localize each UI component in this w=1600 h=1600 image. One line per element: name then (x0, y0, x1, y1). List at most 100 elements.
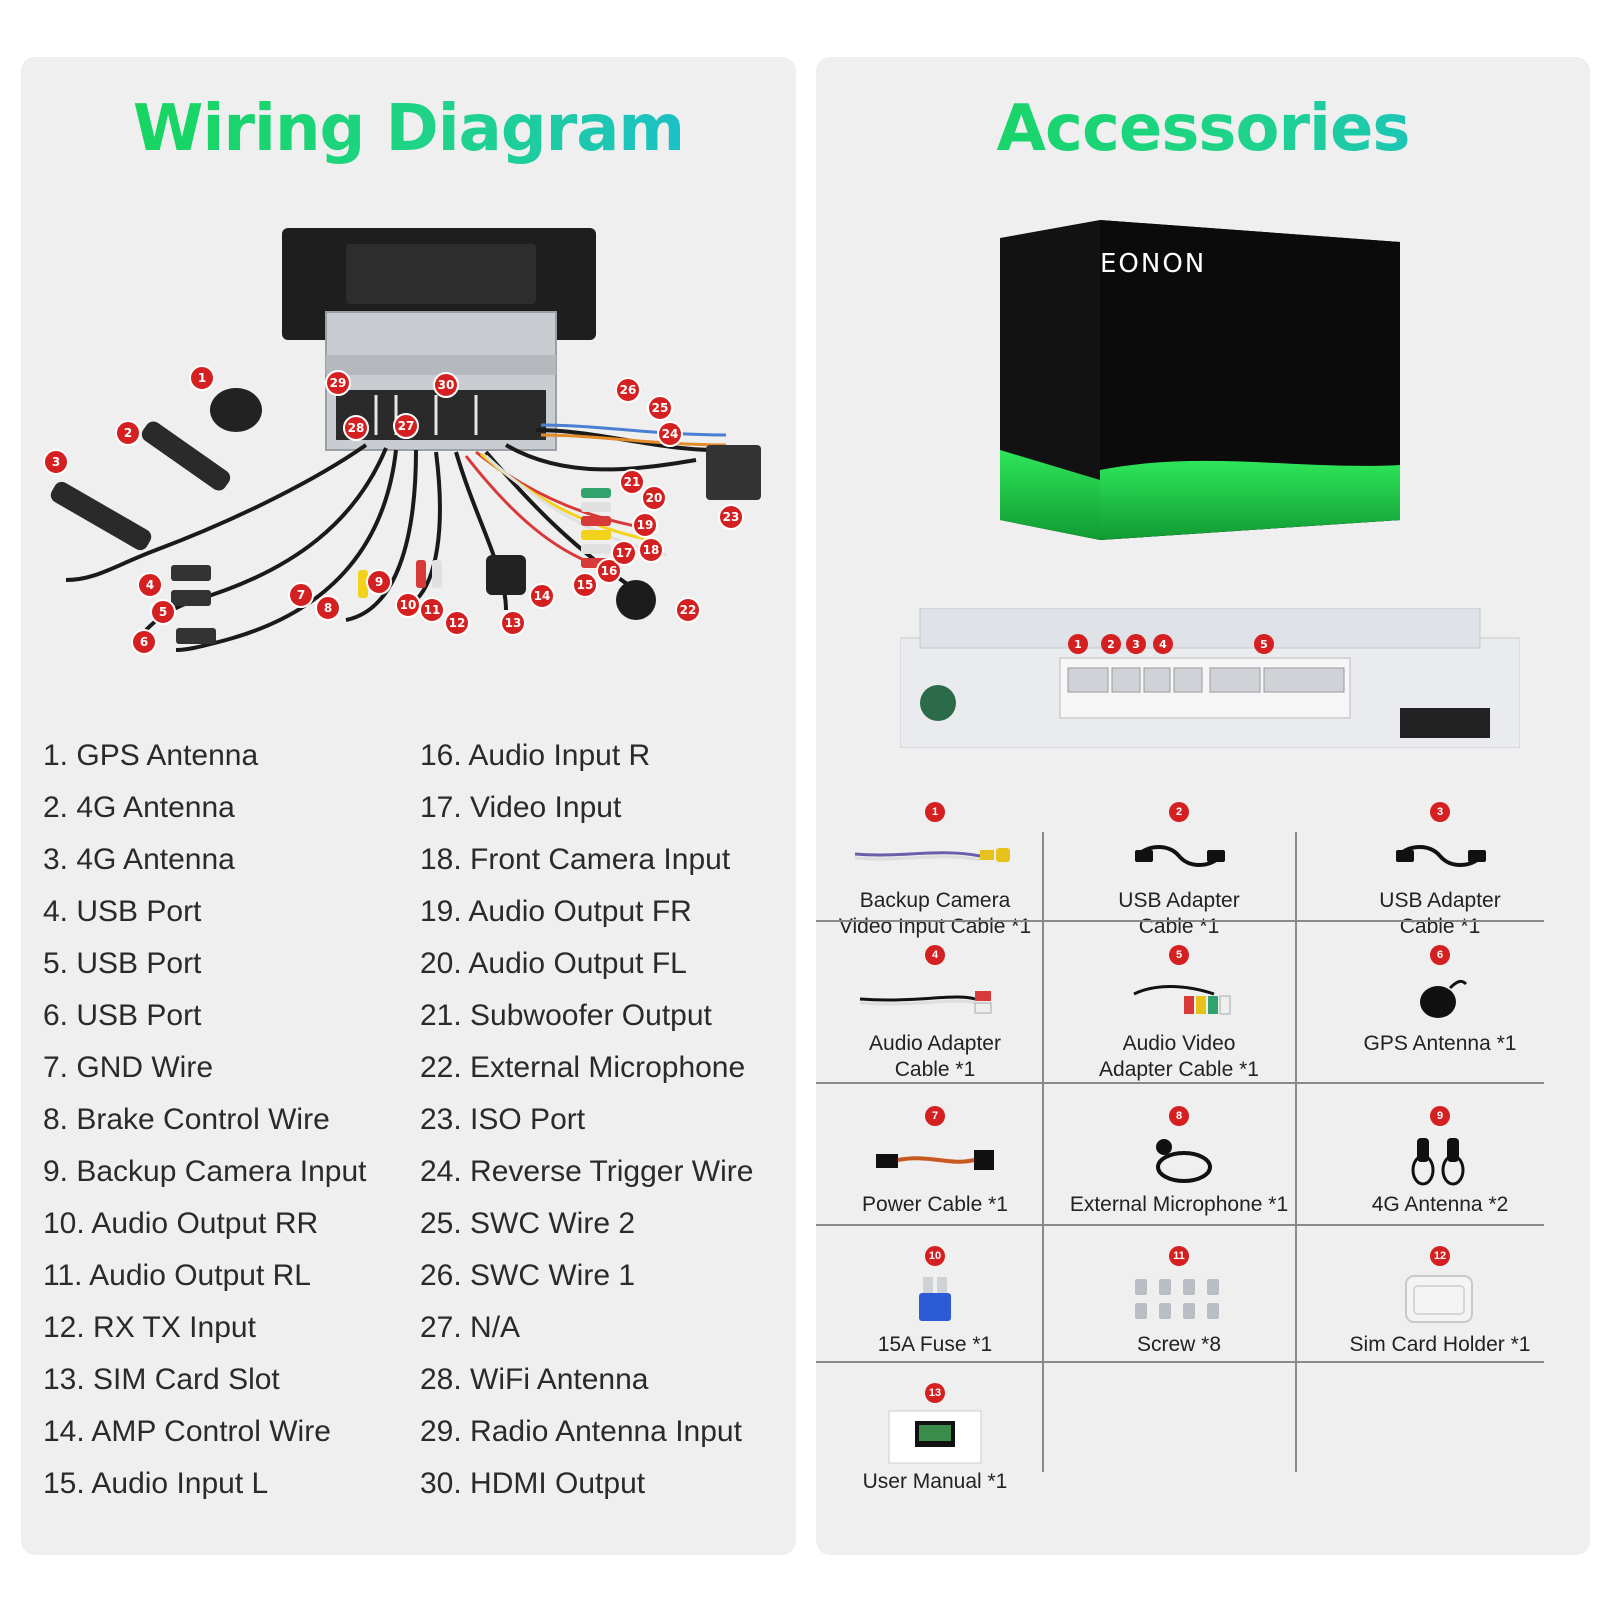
grid-divider (816, 1082, 1544, 1084)
svg-text:1: 1 (1074, 638, 1082, 651)
gps-antenna-icon (1310, 969, 1570, 1029)
callout-21: 21 (619, 469, 645, 495)
legend-item: 1. GPS Antenna (43, 739, 259, 772)
product-box-figure: EONON (1000, 220, 1400, 540)
antenna-4g-icon (1310, 1130, 1570, 1190)
callout-14: 14 (529, 583, 555, 609)
callout-15: 15 (572, 572, 598, 598)
grid-divider (1042, 832, 1044, 1472)
item-label: 15A Fuse *1 (820, 1332, 1050, 1358)
port-badge-4: 4 (1153, 634, 1173, 654)
callout-number: 15 (577, 578, 594, 592)
callout-11: 11 (419, 597, 445, 623)
callout-27: 27 (393, 413, 419, 439)
callout-number: 9 (375, 575, 383, 589)
callout-4: 4 (137, 572, 163, 598)
callout-number: 12 (449, 616, 466, 630)
legend-item: 15. Audio Input L (43, 1467, 269, 1500)
port-badge-1: 1 (1068, 634, 1088, 654)
callout-number: 13 (505, 616, 522, 630)
callout-9: 9 (366, 569, 392, 595)
item-label: Screw *8 (1050, 1332, 1308, 1358)
legend-column-2: 16. Audio Input R 17. Video Input 18. Fron… (420, 730, 753, 1510)
callout-number: 19 (637, 518, 654, 532)
item-label-line1: 4G Antenna *2 (1371, 1193, 1509, 1216)
callout-number: 5 (159, 605, 167, 619)
callout-6: 6 (131, 629, 157, 655)
item-number-badge: 1 (925, 802, 945, 822)
item-number-badge: 6 (1430, 945, 1450, 965)
item-number-badge: 7 (925, 1106, 945, 1126)
legend-item: 5. USB Port (43, 947, 202, 980)
item-number-badge: 3 (1430, 802, 1450, 822)
callout-number: 24 (662, 427, 679, 441)
legend-item: 6. USB Port (43, 999, 202, 1032)
legend-item: 9. Backup Camera Input (43, 1155, 367, 1188)
callout-number: 6 (140, 635, 148, 649)
legend-item: 7. GND Wire (43, 1051, 214, 1084)
av-cable-icon (1050, 969, 1308, 1029)
item-label-line1: Backup Camera (859, 889, 1011, 912)
accessories-title: Accessories (816, 92, 1590, 166)
sim-holder-icon (1310, 1270, 1570, 1330)
callout-number: 8 (324, 601, 332, 615)
legend-item: 18. Front Camera Input (420, 843, 731, 876)
legend-item: 17. Video Input (420, 791, 622, 824)
callout-number: 25 (652, 401, 669, 415)
legend-item: 30. HDMI Output (420, 1467, 646, 1500)
item-label-line1: Power Cable *1 (862, 1193, 1008, 1216)
audio-cable-icon (820, 969, 1050, 1029)
legend-item: 10. Audio Output RR (43, 1207, 319, 1240)
legend-column-1: 1. GPS Antenna 2. 4G Antenna 3. 4G Antenna… (43, 730, 367, 1510)
legend-item: 11. Audio Output RL (43, 1259, 311, 1292)
item-label: External Microphone *1 (1050, 1192, 1308, 1218)
legend-item: 13. SIM Card Slot (43, 1363, 280, 1396)
legend-item: 27. N/A (420, 1311, 521, 1344)
legend-item: 28. WiFi Antenna (420, 1363, 649, 1396)
svg-text:4: 4 (1159, 638, 1167, 651)
callout-30: 30 (433, 372, 459, 398)
legend-item: 8. Brake Control Wire (43, 1103, 330, 1136)
port-badge-3: 3 (1126, 634, 1146, 654)
legend-item: 16. Audio Input R (420, 739, 651, 772)
grid-divider (816, 920, 1544, 922)
callout-8: 8 (315, 595, 341, 621)
legend-item: 19. Audio Output FR (420, 895, 692, 928)
callout-20: 20 (641, 485, 667, 511)
item-number-badge: 8 (1169, 1106, 1189, 1126)
legend-item: 25. SWC Wire 2 (420, 1207, 636, 1240)
callout-13: 13 (500, 610, 526, 636)
item-number-badge: 2 (1169, 802, 1189, 822)
item-label: User Manual *1 (820, 1469, 1050, 1495)
item-number-badge: 12 (1430, 1246, 1450, 1266)
item-label-line1: Audio Adapter (869, 1032, 1001, 1055)
item-label-line2: Cable *1 (894, 1058, 976, 1081)
item-number-badge: 10 (925, 1246, 945, 1266)
callout-2: 2 (115, 420, 141, 446)
item-label-line2: Cable *1 (1138, 915, 1220, 938)
item-label-line1: 15A Fuse *1 (877, 1333, 993, 1356)
callout-number: 3 (52, 455, 60, 469)
item-label-line2: Adapter Cable *1 (1099, 1058, 1259, 1081)
item-label: Sim Card Holder *1 (1310, 1332, 1570, 1358)
wiring-diagram-title: Wiring Diagram (21, 92, 796, 166)
callout-number: 18 (643, 543, 660, 557)
legend-item: 29. Radio Antenna Input (420, 1415, 742, 1448)
item-label-line1: USB Adapter (1379, 889, 1501, 912)
item-number-badge: 4 (925, 945, 945, 965)
legend-item: 2. 4G Antenna (43, 791, 235, 824)
legend-item: 4. USB Port (43, 895, 202, 928)
legend-item: 3. 4G Antenna (43, 843, 235, 876)
callout-number: 10 (400, 598, 417, 612)
